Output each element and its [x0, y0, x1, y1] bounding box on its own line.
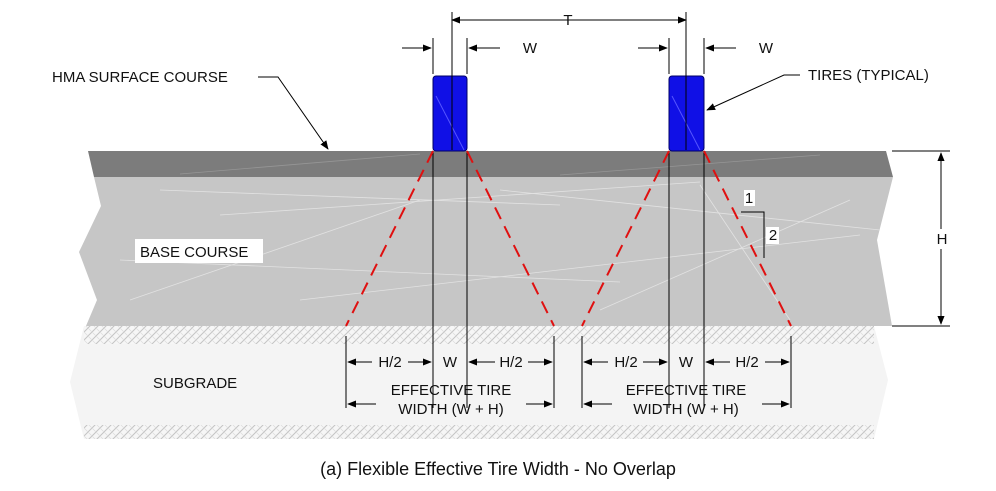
- svg-text:H/2: H/2: [499, 354, 522, 371]
- right-effective-width-dims: H/2 W H/2 EFFECTIVE TIRE WIDTH (W + H): [583, 354, 790, 418]
- right-effective-width-line1: EFFECTIVE TIRE: [626, 382, 747, 399]
- subgrade-hatch-top: [84, 326, 874, 344]
- dim-w-left-label: W: [523, 40, 538, 57]
- tires-typical-label: TIRES (TYPICAL): [808, 67, 929, 84]
- tire-left: [432, 75, 468, 152]
- svg-text:W: W: [443, 354, 458, 371]
- base-course-label: BASE COURSE: [140, 244, 248, 261]
- hma-surface-course-label: HMA SURFACE COURSE: [52, 69, 228, 86]
- svg-text:H/2: H/2: [735, 354, 758, 371]
- svg-text:W: W: [679, 354, 694, 371]
- svg-text:H/2: H/2: [378, 354, 401, 371]
- dim-w-right-label: W: [759, 40, 774, 57]
- svg-text:H/2: H/2: [614, 354, 637, 371]
- slope-1-label: 1: [745, 190, 753, 207]
- dim-h-label: H: [937, 231, 948, 248]
- hma-surface-layer: [88, 151, 893, 177]
- figure-caption: (a) Flexible Effective Tire Width - No O…: [320, 459, 676, 479]
- subgrade-layer: [70, 326, 888, 439]
- base-texture: [119, 181, 881, 321]
- slope-2-label: 2: [769, 227, 777, 244]
- load-spread-lines: [345, 150, 792, 327]
- subgrade-hatch-bottom: [84, 425, 874, 439]
- tire-edge-lines: [345, 151, 792, 408]
- right-effective-width-line2: WIDTH (W + H): [633, 401, 738, 418]
- left-effective-width-line2: WIDTH (W + H): [398, 401, 503, 418]
- dim-t-label: T: [563, 12, 572, 29]
- left-effective-width-line1: EFFECTIVE TIRE: [391, 382, 512, 399]
- left-effective-width-dims: H/2 W H/2 EFFECTIVE TIRE WIDTH (W + H): [347, 354, 553, 418]
- base-course-layer: [79, 177, 893, 326]
- subgrade-label: SUBGRADE: [153, 375, 237, 392]
